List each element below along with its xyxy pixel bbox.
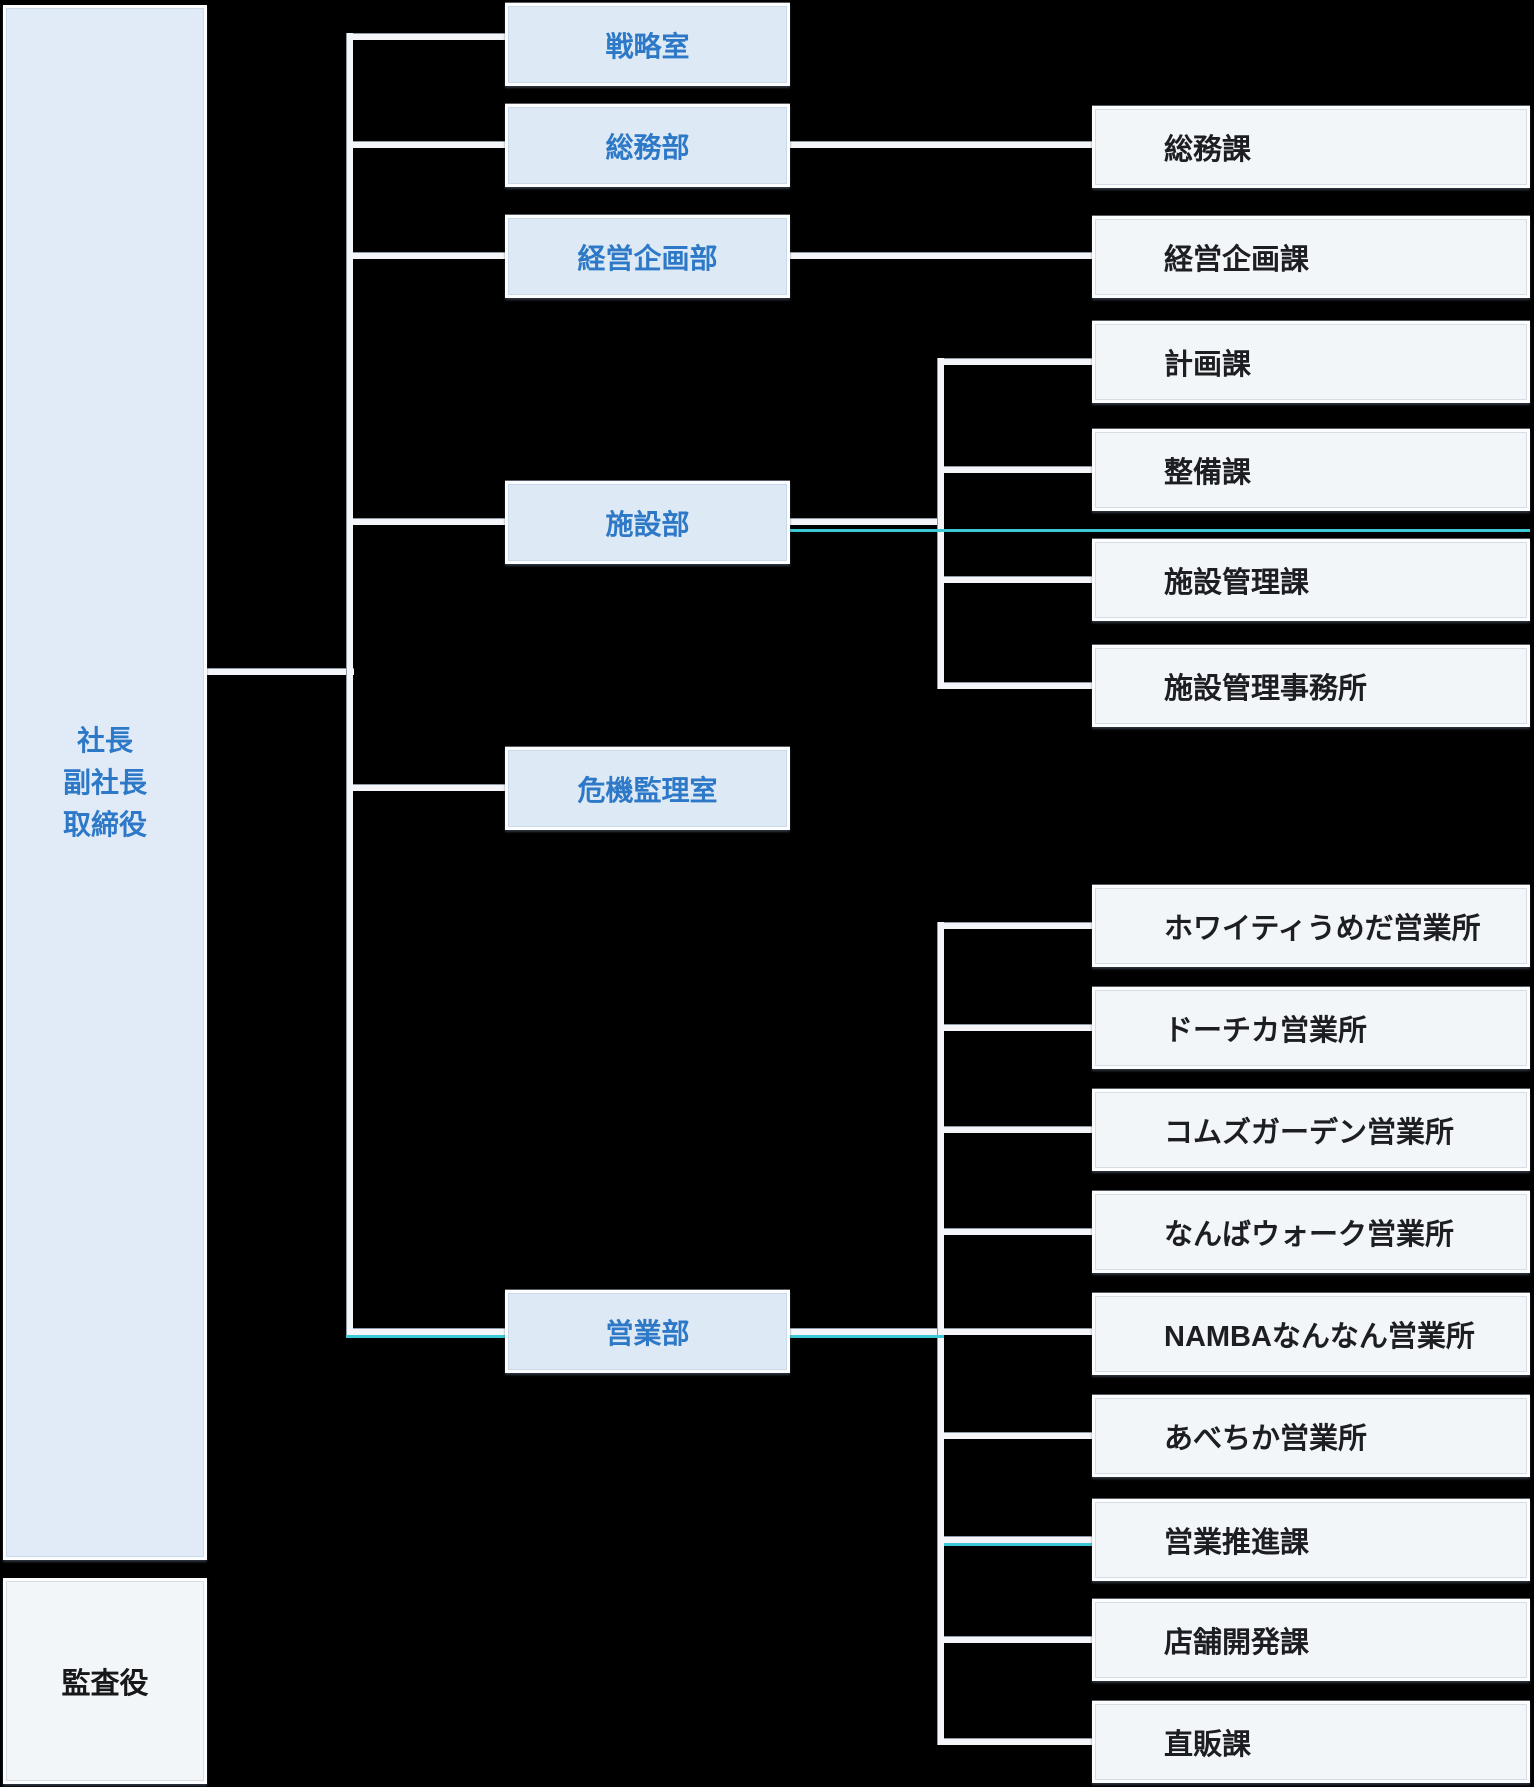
section-box-namba-walk-office: なんばウォーク営業所 [1092,1191,1530,1273]
connector-line [346,33,506,40]
section-box-direct-sales-sec: 直販課 [1092,1701,1530,1783]
section-box-sales-promotion-sec: 営業推進課 [1092,1499,1530,1581]
section-box-coms-garden-office: コムズガーデン営業所 [1092,1089,1530,1171]
section-box-namba-nannan-office: NAMBAなんなん営業所 [1092,1293,1530,1375]
connector-line [944,1636,1092,1643]
dept-box-facilities-dept: 施設部 [505,481,790,564]
executive-box-label: 副社長 [62,766,147,798]
section-box-store-development-sec: 店舗開発課 [1092,1599,1530,1681]
auditor-box: 監査役 [3,1578,207,1784]
connector-line [790,252,1092,259]
dept-box-sales-dept: 営業部 [505,1290,790,1373]
section-box-maintenance-sec: 整備課 [1092,429,1530,511]
connector-line [944,1536,1092,1543]
dept-box-strategy-office: 戦略室 [505,3,790,86]
connector-line [207,668,354,675]
connector-line [944,682,1092,689]
connector-line [944,1432,1092,1439]
connector-accent-line [346,1335,505,1338]
section-box-corporate-planning-sec: 経営企画課 [1092,216,1530,298]
connector-line [346,1328,506,1335]
section-box-facility-management-office: 施設管理事務所 [1092,645,1530,727]
connector-line [944,922,1092,929]
connector-line [944,1228,1092,1235]
connector-line [346,518,506,525]
connector-line [944,1738,1092,1745]
connector-trunk-line [346,33,353,1335]
dept-box-crisis-management-office: 危機監理室 [505,747,790,830]
executive-box-label: 社長 [76,724,133,756]
connector-trunk-line [937,358,944,689]
connector-line [790,141,1092,148]
connector-line [944,1024,1092,1031]
connector-accent-line [944,1543,1092,1546]
connector-line [346,141,506,148]
connector-line [944,576,1092,583]
connector-accent-line [790,1335,944,1338]
dept-box-corporate-planning-dept: 経営企画部 [505,215,790,298]
executive-box: 社長副社長取締役 [3,5,207,1560]
connector-line [944,358,1092,365]
connector-line [346,252,506,259]
connector-line [944,466,1092,473]
executive-box-label: 取締役 [62,808,147,840]
connector-line [790,518,944,525]
section-box-general-affairs-sec: 総務課 [1092,106,1530,188]
connector-trunk-line [937,922,944,1745]
section-box-planning-sec: 計画課 [1092,321,1530,403]
connector-accent-line [790,529,1530,532]
connector-line [944,1126,1092,1133]
section-box-whity-umeda-office: ホワイティうめだ営業所 [1092,885,1530,967]
dept-box-general-affairs-dept: 総務部 [505,104,790,187]
section-box-abechika-office: あべちか営業所 [1092,1395,1530,1477]
connector-line [346,784,506,791]
section-box-dochika-office: ドーチカ営業所 [1092,987,1530,1069]
section-box-facility-management-sec: 施設管理課 [1092,539,1530,621]
